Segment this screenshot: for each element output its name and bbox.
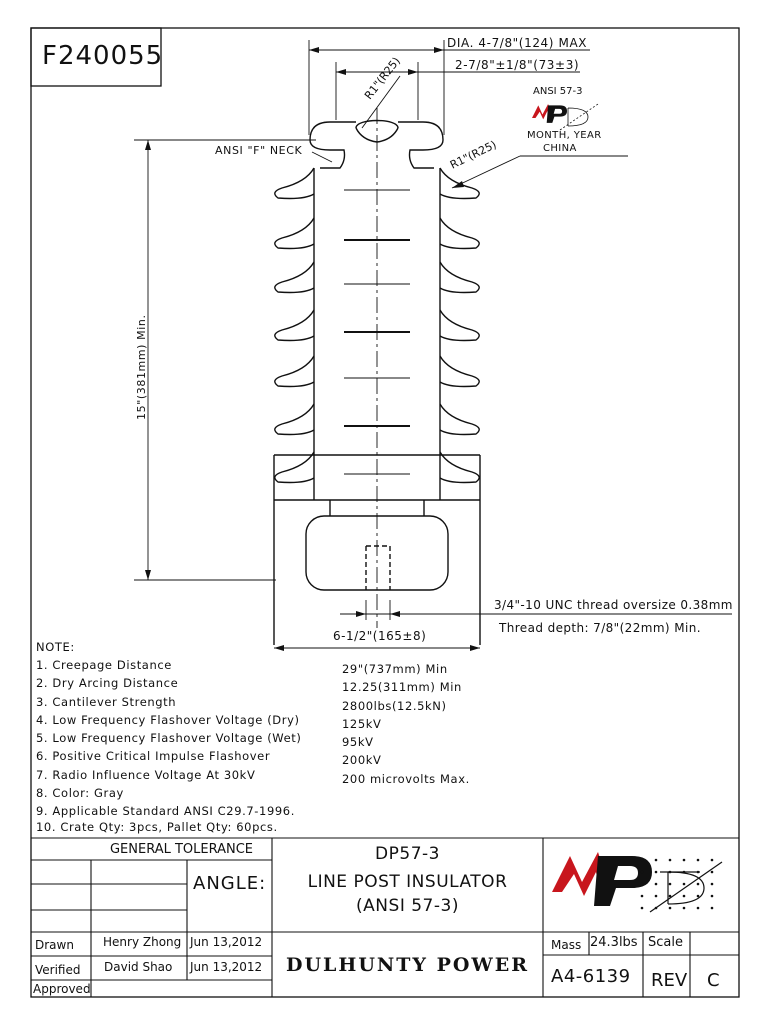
logo-dot <box>710 858 714 862</box>
note-label: 1. Creepage Distance <box>36 658 172 672</box>
drawn-date: Jun 13,2012 <box>190 935 263 949</box>
logo-dot <box>640 858 644 862</box>
logo-dot <box>710 882 714 886</box>
logo-dot <box>654 894 658 898</box>
note-label: 6. Positive Critical Impulse Flashover <box>36 749 271 764</box>
verified-label: Verified <box>35 963 81 977</box>
dim-thread-depth: Thread depth: 7/8"(22mm) Min. <box>499 621 701 635</box>
drawing-number: F240055 <box>42 41 164 71</box>
company-logo <box>552 852 652 906</box>
logo-dot <box>710 906 714 910</box>
logo-dot <box>668 870 672 874</box>
logo-dot <box>696 858 700 862</box>
note-label: 5. Low Frequency Flashover Voltage (Wet) <box>36 731 302 746</box>
dim-bolt-spacing: 2-7/8"±1/8"(73±3) <box>455 58 580 72</box>
insulator-shed <box>274 451 480 484</box>
drawn-label: Drawn <box>35 938 74 952</box>
part-description: LINE POST INSULATOR <box>307 872 508 892</box>
dim-height: 15"(381mm) Min. <box>135 314 148 420</box>
logo-dot <box>696 906 700 910</box>
insulator-shed <box>274 167 480 200</box>
note-value: 12.25(311mm) Min <box>342 680 462 695</box>
logo-dot <box>640 906 644 910</box>
note-value: 200kV <box>342 753 382 768</box>
d-logo <box>649 861 723 913</box>
insulator-shed <box>274 217 480 250</box>
dim-dia-max: DIA. 4-7/8"(124) MAX <box>447 36 588 50</box>
logo-dot <box>710 894 714 898</box>
logo-dot <box>668 882 672 886</box>
logo-dot <box>682 858 686 862</box>
logo-dot <box>696 870 700 874</box>
dim-neck: ANSI "F" NECK <box>215 144 303 157</box>
note-value: 125kV <box>342 716 382 731</box>
note-value: 200 microvolts Max. <box>342 771 470 786</box>
marking-standard: ANSI 57-3 <box>533 86 583 97</box>
note-label: 3. Cantilever Strength <box>36 694 177 709</box>
insulator-shed <box>274 355 480 388</box>
logo-dot <box>640 894 644 898</box>
note-label: 8. Color: Gray <box>36 786 124 801</box>
notes-values: 29"(737mm) Min 12.25(311mm) Min 2800lbs(… <box>342 660 470 788</box>
insulator-drawing <box>273 108 481 645</box>
approved-label: Approved <box>33 982 91 996</box>
scale-label: Scale <box>648 935 683 950</box>
mass-value: 24.3lbs <box>590 935 638 950</box>
notes-heading: NOTE: <box>36 640 75 654</box>
note-label: 2. Dry Arcing Distance <box>36 676 179 691</box>
part-standard: (ANSI 57-3) <box>356 896 459 916</box>
company-name: DULHUNTY POWER <box>285 954 530 976</box>
marking-date: MONTH, YEAR <box>527 130 602 141</box>
insulator-shed <box>274 403 480 436</box>
note-label: 4. Low Frequency Flashover Voltage (Dry) <box>36 712 300 727</box>
dim-thread: 3/4"-10 UNC thread oversize 0.38mm <box>494 598 733 612</box>
verified-date: Jun 13,2012 <box>190 960 263 974</box>
logo-dot <box>682 882 686 886</box>
logo-dot <box>682 894 686 898</box>
notes-labels: 1. Creepage Distance 2. Dry Arcing Dista… <box>36 656 301 834</box>
dim-base-width: 6-1/2"(165±8) <box>333 629 427 643</box>
logo-dot <box>682 870 686 874</box>
logo-dot <box>668 906 672 910</box>
logo-dot <box>654 882 658 886</box>
note-value: 95kV <box>342 735 374 750</box>
marking-logo <box>532 104 567 123</box>
note-label: 10. Crate Qty: 3pcs, Pallet Qty: 60pcs. <box>36 819 278 834</box>
logo-dot <box>682 906 686 910</box>
angle-label: ANGLE: <box>193 873 267 894</box>
logo-dot <box>696 882 700 886</box>
rev-value: C <box>707 970 720 991</box>
logo-dot <box>654 858 658 862</box>
logo-dot <box>668 858 672 862</box>
logo-dots <box>640 858 714 910</box>
drawn-by: Henry Zhong <box>103 935 182 949</box>
mass-label: Mass <box>551 938 582 952</box>
part-number: DP57-3 <box>375 844 440 864</box>
marking-origin: CHINA <box>543 143 577 154</box>
note-label: 9. Applicable Standard ANSI C29.7-1996. <box>36 804 295 819</box>
general-tolerance: GENERAL TOLERANCE <box>109 842 254 857</box>
logo-dot <box>696 894 700 898</box>
verified-by: David Shao <box>104 960 173 974</box>
logo-dot <box>668 894 672 898</box>
note-label: 7. Radio Influence Voltage At 30kV <box>36 767 256 782</box>
note-value: 2800lbs(12.5kN) <box>342 698 447 713</box>
logo-dot <box>654 870 658 874</box>
drawing-code: A4-6139 <box>551 966 631 987</box>
insulator-shed <box>274 261 480 294</box>
rev-label: REV <box>651 970 688 991</box>
logo-dot <box>640 870 644 874</box>
logo-dot <box>710 870 714 874</box>
note-value: 29"(737mm) Min <box>342 662 448 676</box>
logo-dot <box>640 882 644 886</box>
marking-d-logo <box>559 103 599 131</box>
logo-dot <box>654 906 658 910</box>
insulator-shed <box>274 309 480 342</box>
